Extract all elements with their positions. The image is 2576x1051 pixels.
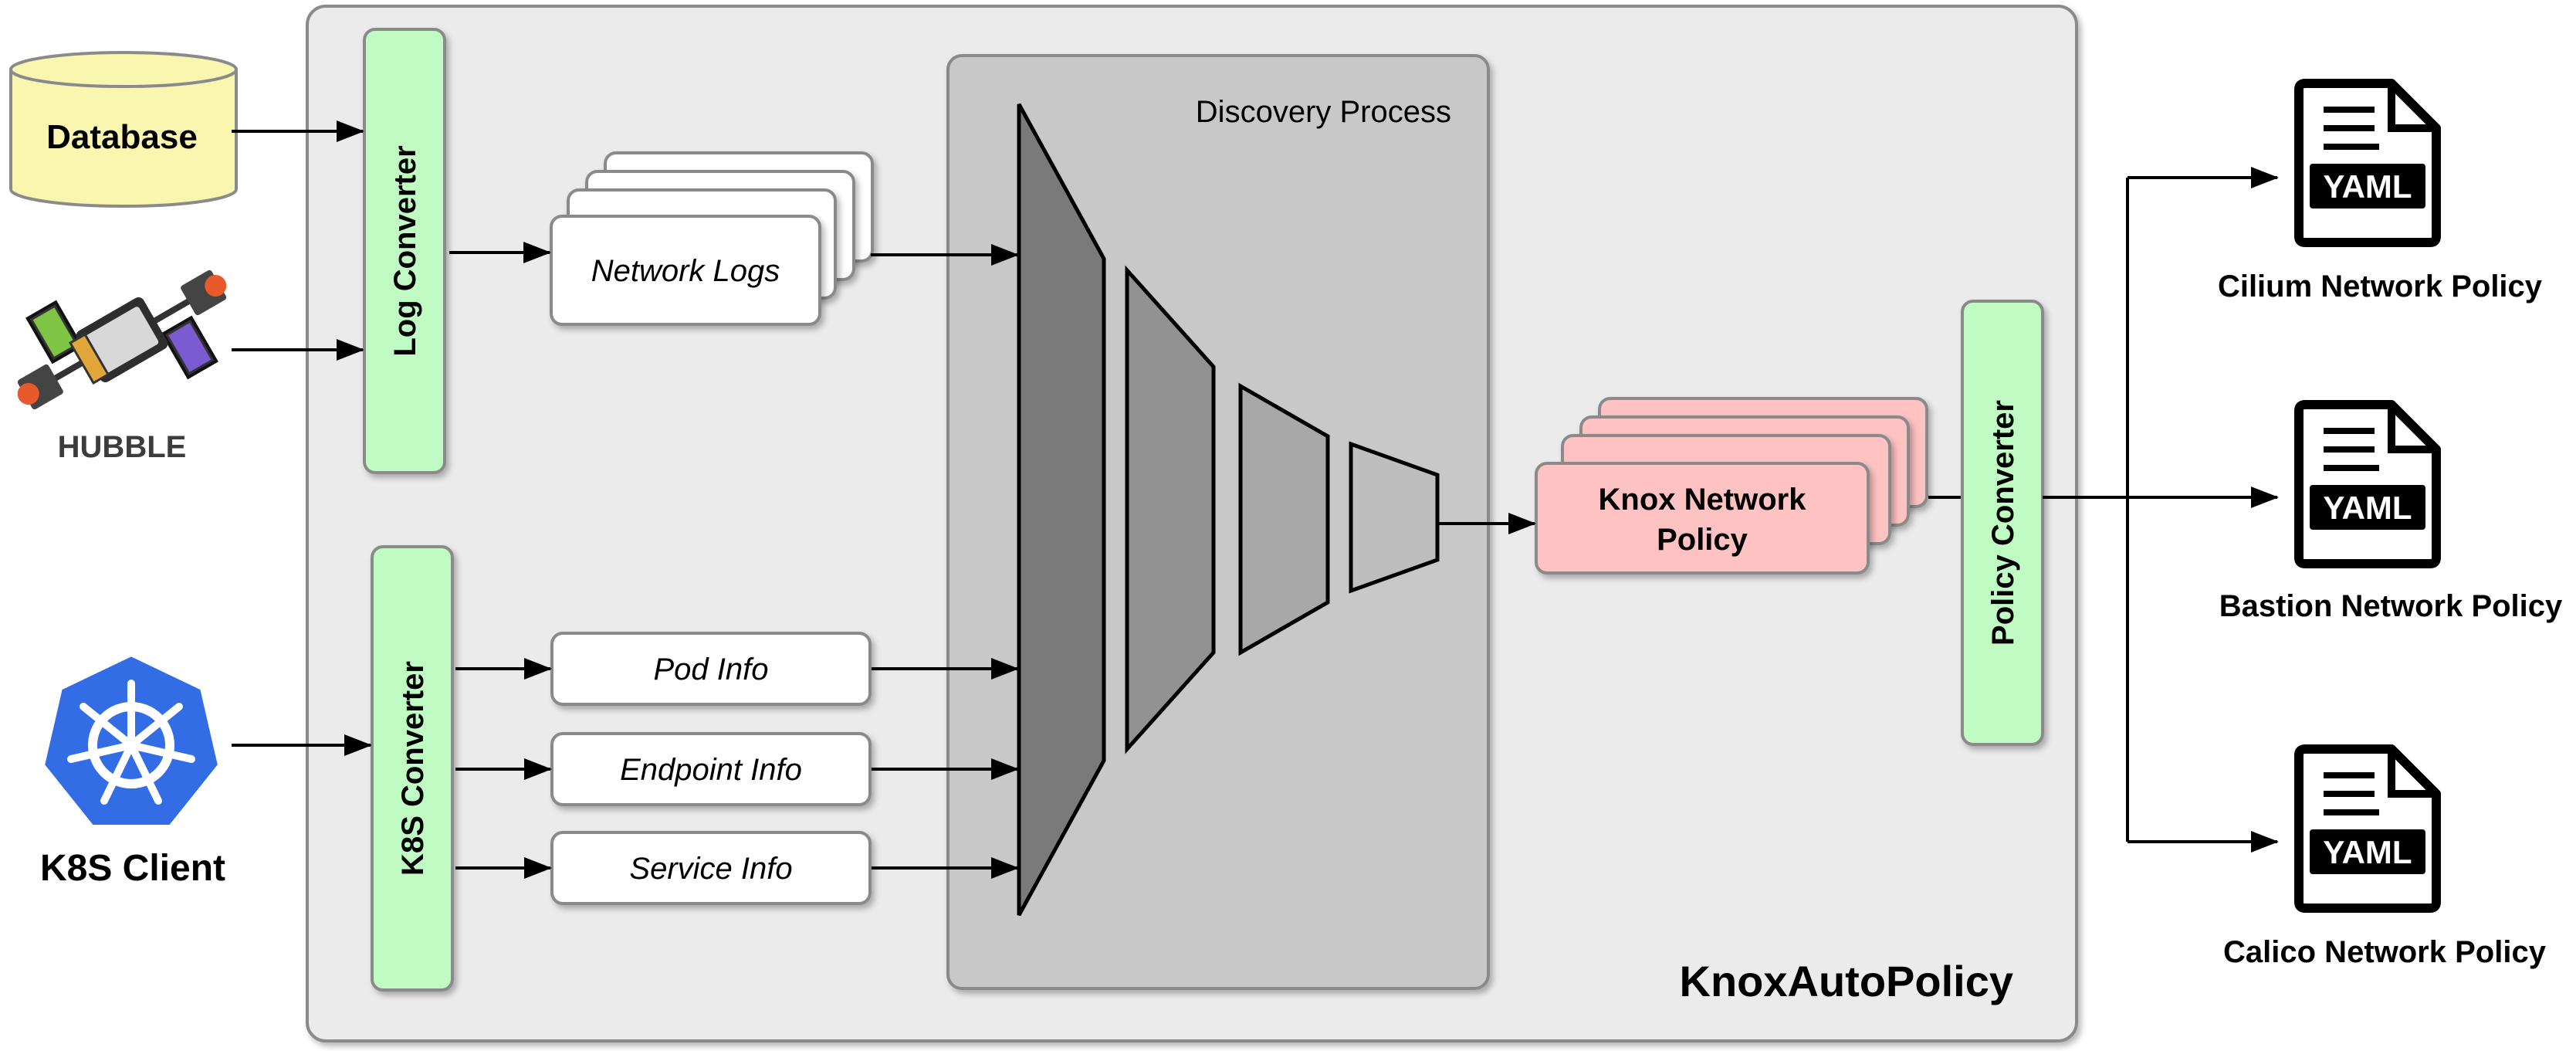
- yaml-badge-text: YAML: [2323, 834, 2412, 870]
- funnel-stage-1: [1017, 103, 1106, 917]
- knox-policy-line2: Policy: [1657, 523, 1748, 557]
- funnel-stage-2: [1125, 265, 1216, 754]
- knox-network-policy-card: [1535, 462, 1870, 575]
- network-logs-stack: Network Logs: [550, 151, 874, 326]
- hubble-icon: [17, 270, 227, 410]
- cilium-yaml-icon: YAML: [2294, 79, 2441, 247]
- yaml-badge-text: YAML: [2323, 168, 2412, 205]
- yaml-badge-text: YAML: [2323, 490, 2412, 526]
- pod-info-box: [550, 632, 872, 706]
- policy-converter-label: Policy Converter: [1986, 400, 2020, 646]
- funnel-stage-3: [1238, 382, 1330, 656]
- log-converter-label: Log Converter: [388, 145, 422, 356]
- hubble-label: HUBBLE: [58, 430, 187, 464]
- yaml-text-line: [2324, 465, 2379, 471]
- connectors: [232, 120, 2279, 879]
- policy-converter-box: [1961, 300, 2044, 746]
- k8s-converter-box: [371, 545, 454, 992]
- endpoint-info-label: Endpoint Info: [620, 753, 802, 787]
- calico-policy-label: Calico Network Policy: [2223, 935, 2547, 969]
- service-info-label: Service Info: [629, 852, 792, 886]
- database-label: Database: [46, 118, 198, 156]
- yaml-text-line: [2324, 809, 2379, 815]
- bastion-yaml-icon: YAML: [2294, 400, 2441, 568]
- cilium-policy-label: Cilium Network Policy: [2218, 270, 2543, 303]
- yaml-text-line: [2324, 144, 2379, 150]
- k8s-client-label: K8S Client: [40, 848, 225, 889]
- bastion-policy-label: Bastion Network Policy: [2219, 589, 2563, 623]
- knox-policy-line1: Knox Network: [1599, 483, 1807, 517]
- yaml-text-line: [2324, 772, 2375, 778]
- yaml-icons: YAML YAML YAML: [2294, 79, 2441, 913]
- yaml-text-line: [2324, 791, 2375, 797]
- log-converter-box: [363, 28, 446, 474]
- knox-network-policy-stack: Knox Network Policy: [1535, 397, 1928, 575]
- k8s-converter-label: K8S Converter: [396, 661, 430, 876]
- yaml-text-line: [2324, 446, 2375, 453]
- yaml-badge: [2310, 485, 2425, 530]
- yaml-badge: [2310, 164, 2425, 209]
- yaml-text-line: [2324, 107, 2375, 113]
- yaml-text-line: [2324, 125, 2375, 131]
- pod-info-label: Pod Info: [653, 653, 768, 687]
- database-node: Database: [9, 51, 238, 208]
- yaml-text-line: [2324, 428, 2375, 434]
- yaml-badge: [2310, 829, 2425, 874]
- funnel-stage-4: [1349, 441, 1440, 594]
- network-logs-label: Network Logs: [591, 254, 780, 288]
- container-title: KnoxAutoPolicy: [1680, 957, 2013, 1005]
- kubernetes-icon: [39, 651, 223, 829]
- calico-yaml-icon: YAML: [2294, 744, 2441, 913]
- service-info-box: [550, 831, 872, 905]
- endpoint-info-box: [550, 732, 872, 806]
- network-logs-card: [550, 215, 821, 326]
- discovery-process-title: Discovery Process: [1196, 95, 1451, 129]
